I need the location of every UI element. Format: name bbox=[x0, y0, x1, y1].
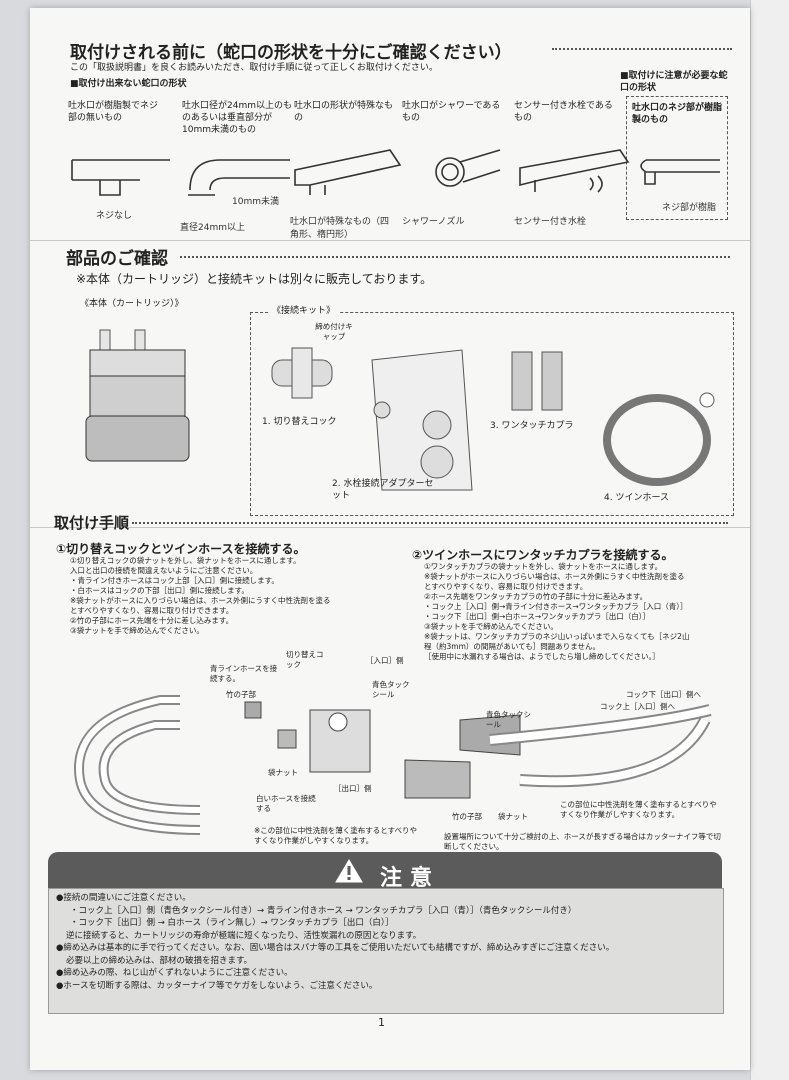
label-note1: ※この部位に中性洗剤を薄く塗布するとすべりやすくなり作業がしやすくなります。 bbox=[254, 826, 418, 845]
title-dots bbox=[180, 256, 730, 258]
faucet-caption-4: シャワーノズル bbox=[402, 217, 465, 227]
section2-note: ※本体（カートリッジ）と接続キットは別々に販売しております。 bbox=[76, 272, 433, 286]
faucet-caption-5: センサー付き水栓 bbox=[514, 217, 587, 227]
adapter-set-icon bbox=[371, 349, 473, 491]
label-note2: この部位に中性洗剤を薄く塗布するとすべりやすくなり作業がしやすくなります。 bbox=[560, 800, 717, 819]
cap-label: 締め付けキャップ bbox=[315, 322, 353, 341]
faucet-label-5: センサー付き水栓であるもの bbox=[514, 101, 613, 123]
step1-title: ①切り替えコックとツインホースを接続する。 bbox=[56, 542, 306, 556]
one-touch-coupler-icon bbox=[511, 351, 563, 411]
section1-sub: ■取付け出来ない蛇口の形状 bbox=[70, 79, 187, 89]
label-blue-seal: 青色タックシール bbox=[372, 680, 410, 699]
connection-diagram bbox=[74, 695, 712, 835]
faucet-caption-6: ネジ部が樹脂 bbox=[662, 203, 717, 213]
kit-parts-icons bbox=[271, 347, 715, 491]
label-note3: 設置場所について十分ご検討の上、ホースが長すぎる場合はカッターナイフ等で切断して… bbox=[444, 832, 721, 851]
kit-label: 《接続キット》 bbox=[268, 305, 340, 317]
fold-line bbox=[30, 240, 750, 241]
faucet-label-2: 吐水口径が24mm以上のものあるいは垂直部分が10mm未満のもの bbox=[182, 101, 292, 135]
faucet-illustrations bbox=[71, 149, 720, 196]
kit-box bbox=[250, 312, 734, 516]
title-dots bbox=[552, 48, 732, 50]
faucet-label-3: 吐水口の形状が特殊なもの bbox=[294, 101, 394, 123]
step2-title: ②ツインホースにワンタッチカプラを接続する。 bbox=[412, 548, 674, 562]
label-blue-hose: 青ラインホースを接続する。 bbox=[210, 664, 278, 683]
section3-title: 取付け手順 bbox=[54, 514, 130, 532]
twin-hose-icon bbox=[603, 392, 715, 486]
faucet-caption-1: ネジなし bbox=[96, 211, 133, 221]
switch-cock-icon bbox=[271, 347, 333, 399]
faucet-2-icon bbox=[188, 159, 290, 196]
next-page-edge bbox=[750, 0, 789, 1080]
faucet-caption-2: 直径24mm以上 bbox=[180, 223, 245, 233]
label-outlet: ［出口］側 bbox=[334, 784, 372, 793]
fold-line bbox=[30, 527, 750, 528]
part-2: 2. 水栓接続アダプターセット bbox=[332, 479, 434, 501]
section1-warn-sub: ■取付けに注意が必要な蛇口の形状 bbox=[620, 71, 728, 93]
label-cock-lower: コック下［出口］側へ bbox=[626, 690, 701, 699]
section1-intro: この「取扱説明書」を良くお読みいただき、取付け手順に従って正しくお取付けください… bbox=[70, 63, 438, 73]
page-number: 1 bbox=[378, 1016, 385, 1029]
warning-icon bbox=[335, 859, 363, 883]
label-nut2: 袋ナット bbox=[498, 812, 528, 821]
label-cock-upper: コック上［入口］側へ bbox=[600, 702, 675, 711]
caution-title: 注意 bbox=[380, 866, 441, 891]
cartridge-icon bbox=[85, 329, 190, 462]
label-cock: 切り替えコック bbox=[286, 650, 324, 669]
faucet-label-6: 吐水口のネジ部が樹脂製のもの bbox=[632, 103, 723, 125]
faucet-3-icon bbox=[294, 149, 402, 195]
label-inlet: ［入口］側 bbox=[366, 656, 404, 665]
faucet-5-icon bbox=[519, 149, 630, 193]
step1-text: ①切り替えコックの袋ナットを外し、袋ナットをホースに通します。入口と出口の接続を… bbox=[70, 556, 331, 635]
label-nut: 袋ナット bbox=[268, 768, 298, 777]
caution-body bbox=[48, 888, 724, 1014]
label-bamboo: 竹の子部 bbox=[226, 690, 256, 699]
caution-header bbox=[48, 852, 722, 888]
part-1: 1. 切り替えコック bbox=[262, 417, 337, 427]
label-blue-seal2: 青色タックシール bbox=[486, 710, 531, 729]
faucet-1-icon bbox=[71, 159, 170, 196]
faucet-4-icon bbox=[435, 149, 501, 187]
label-white-hose: 白いホースを接続する bbox=[256, 794, 316, 813]
faucet-caption-2b: 10mm未満 bbox=[232, 197, 279, 207]
faucet-6-icon bbox=[640, 159, 720, 185]
faucet-label-4: 吐水口がシャワーであるもの bbox=[402, 101, 501, 123]
caution-text: ●接続の間違いにご注意ください。 ・コック上［入口］側（青色タックシール付き）→… bbox=[56, 893, 615, 991]
step2-text: ①ワンタッチカプラの袋ナットを外し、袋ナットをホースに通します。※袋ナットがホー… bbox=[424, 562, 690, 661]
part-4: 4. ツインホース bbox=[604, 493, 669, 503]
caution-faucet-box bbox=[626, 96, 728, 220]
faucet-caption-3: 吐水口が特殊なもの（四角形、楕円形） bbox=[290, 217, 390, 240]
section2-title: 部品のご確認 bbox=[66, 249, 168, 269]
section1-title: 取付けされる前に（蛇口の形状を十分にご確認ください） bbox=[70, 43, 512, 63]
label-bamboo2: 竹の子部 bbox=[452, 812, 482, 821]
faucet-label-1: 吐水口が樹脂製でネジ部の無いもの bbox=[68, 101, 159, 123]
title-dots bbox=[132, 522, 728, 524]
part-3: 3. ワンタッチカプラ bbox=[490, 421, 574, 431]
body-label: 《本体（カートリッジ）》 bbox=[80, 299, 184, 309]
